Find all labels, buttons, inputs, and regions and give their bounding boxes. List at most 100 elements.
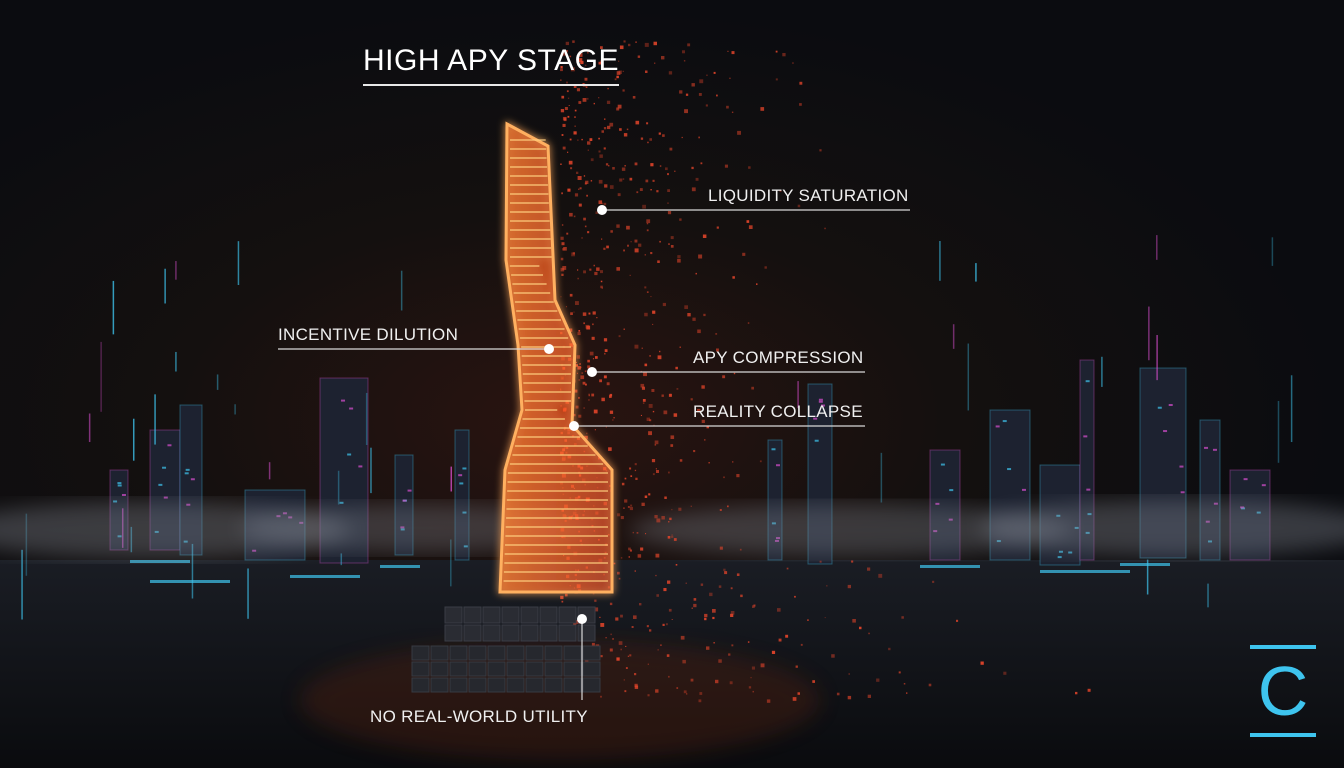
particle bbox=[575, 361, 577, 364]
particle bbox=[629, 654, 632, 657]
particle bbox=[632, 531, 634, 534]
particle bbox=[646, 625, 649, 628]
particle bbox=[876, 678, 880, 682]
particle bbox=[603, 202, 607, 206]
particle bbox=[730, 611, 735, 615]
particle bbox=[616, 107, 620, 111]
particle bbox=[567, 151, 569, 153]
light-streak bbox=[1146, 559, 1149, 595]
ground-light bbox=[380, 565, 420, 568]
particle bbox=[636, 191, 639, 194]
particle bbox=[591, 642, 595, 646]
particle bbox=[581, 138, 583, 141]
particle bbox=[599, 379, 602, 383]
particle bbox=[618, 577, 621, 580]
light-streak bbox=[1156, 335, 1158, 381]
particle bbox=[679, 459, 683, 462]
particle bbox=[693, 450, 696, 453]
particle bbox=[667, 202, 669, 204]
base-block bbox=[411, 645, 430, 661]
particle bbox=[669, 147, 673, 151]
particle bbox=[600, 655, 603, 658]
particle bbox=[824, 617, 826, 619]
particle bbox=[561, 192, 563, 195]
particle bbox=[574, 125, 576, 127]
particle bbox=[652, 410, 655, 413]
particle bbox=[573, 413, 576, 417]
particle bbox=[603, 147, 606, 150]
particle bbox=[569, 293, 573, 297]
particle bbox=[623, 249, 625, 252]
particle bbox=[677, 259, 681, 263]
particle bbox=[647, 141, 649, 144]
particle bbox=[659, 350, 661, 353]
particle bbox=[878, 573, 883, 578]
base-block bbox=[463, 606, 482, 624]
particle bbox=[686, 693, 688, 695]
particle bbox=[580, 375, 585, 380]
particle bbox=[570, 167, 573, 170]
light-streak bbox=[132, 418, 135, 461]
particle bbox=[560, 109, 565, 113]
particle bbox=[715, 333, 718, 335]
particle bbox=[561, 224, 564, 226]
particle bbox=[619, 45, 624, 50]
particle bbox=[649, 355, 651, 357]
particle bbox=[591, 393, 595, 397]
particle bbox=[851, 560, 854, 563]
particle bbox=[746, 220, 750, 223]
light-streak bbox=[1148, 306, 1150, 361]
particle bbox=[644, 495, 648, 498]
particle bbox=[657, 260, 660, 263]
particle bbox=[733, 372, 736, 375]
particle bbox=[623, 133, 628, 137]
particle bbox=[652, 179, 655, 182]
particle bbox=[670, 435, 675, 439]
particle bbox=[669, 517, 672, 521]
particle bbox=[644, 363, 648, 367]
particle bbox=[584, 77, 588, 81]
particle bbox=[705, 104, 708, 107]
particle bbox=[563, 117, 567, 121]
particle bbox=[628, 556, 630, 558]
particle bbox=[574, 193, 579, 197]
particle bbox=[600, 695, 602, 698]
particle bbox=[577, 366, 581, 370]
particle bbox=[583, 217, 586, 221]
particle bbox=[606, 382, 610, 386]
base-block bbox=[468, 645, 487, 661]
light-streak bbox=[21, 549, 23, 620]
particle bbox=[621, 482, 625, 486]
particle bbox=[570, 67, 575, 72]
light-streak bbox=[237, 241, 240, 285]
particle bbox=[562, 266, 567, 270]
particle bbox=[640, 383, 645, 388]
particle bbox=[620, 648, 622, 651]
particle bbox=[656, 470, 659, 473]
particle bbox=[663, 410, 668, 415]
tower-floors bbox=[503, 139, 608, 582]
particle bbox=[786, 567, 789, 570]
light-streak bbox=[191, 543, 194, 599]
annotation-dots bbox=[544, 205, 607, 624]
particle bbox=[586, 194, 588, 197]
particle bbox=[795, 665, 798, 668]
light-streak bbox=[450, 539, 452, 587]
particle bbox=[610, 633, 612, 636]
particle bbox=[649, 138, 652, 141]
base-block bbox=[444, 606, 463, 624]
tower-outline bbox=[498, 121, 614, 594]
particle bbox=[574, 109, 577, 112]
particle bbox=[632, 96, 636, 99]
particle bbox=[690, 505, 692, 507]
particle bbox=[622, 70, 624, 72]
particle bbox=[624, 690, 627, 693]
particle bbox=[778, 638, 782, 642]
particle bbox=[722, 375, 726, 379]
particle bbox=[700, 583, 704, 586]
particle bbox=[634, 673, 637, 676]
particle bbox=[641, 502, 645, 506]
light-streak bbox=[88, 413, 91, 443]
particle bbox=[598, 97, 600, 99]
particle bbox=[819, 560, 822, 563]
